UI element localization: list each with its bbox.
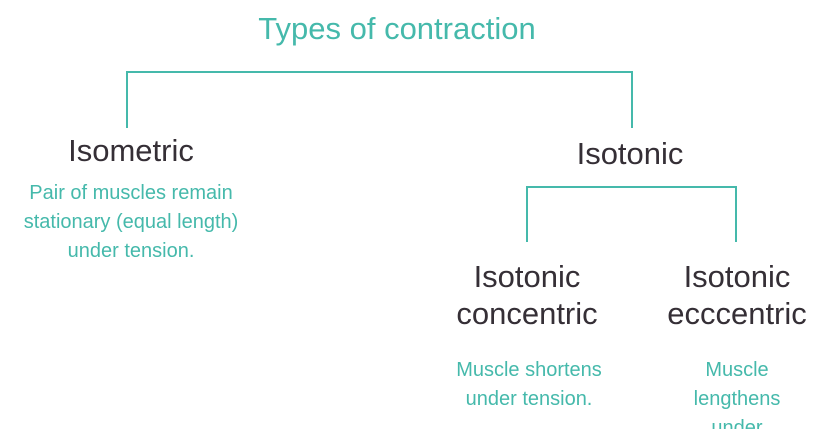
branch-connector-isotonic <box>526 186 737 242</box>
node-label-isotonic: Isotonic <box>576 136 684 171</box>
node-description-isometric: Pair of muscles remain stationary (equal… <box>23 182 239 262</box>
node-label-isotonic-ecccentric: Isotonic ecccentric <box>667 259 807 331</box>
node-label-isotonic-concentric: Isotonic concentric <box>456 259 598 331</box>
node-label-isometric: Isometric <box>68 133 194 168</box>
node-description-isotonic-ecccentric: Muscle lengthens under tension. <box>693 359 781 429</box>
branch-connector-root <box>126 71 633 128</box>
node-description-isotonic-concentric: Muscle shortens under tension. <box>456 359 602 410</box>
diagram-title: Types of contraction <box>258 11 536 46</box>
